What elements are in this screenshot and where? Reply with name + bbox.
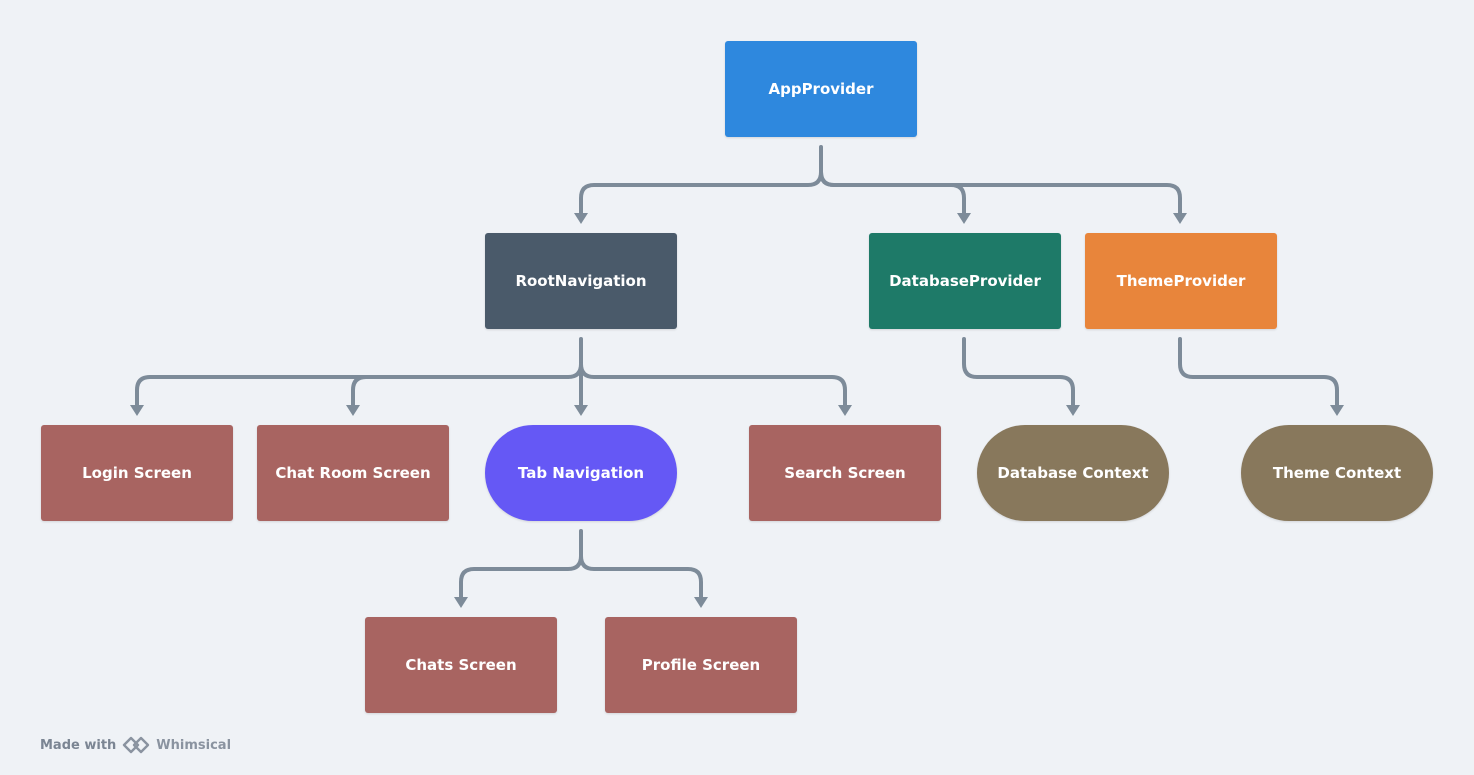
connector-app-to-database <box>819 170 966 216</box>
node-chat-room-screen[interactable]: Chat Room Screen <box>257 425 449 521</box>
connector-app-to-theme <box>819 170 1182 216</box>
connector-tabnav-to-chats <box>459 529 583 600</box>
watermark-brand: Whimsical <box>156 737 232 753</box>
node-theme-provider[interactable]: ThemeProvider <box>1085 233 1277 329</box>
whimsical-logo-icon <box>122 736 150 754</box>
arrowhead-tabnav <box>574 405 588 416</box>
connector-app-to-root <box>579 145 823 216</box>
whimsical-watermark[interactable]: Made with Whimsical <box>40 734 231 756</box>
arrowhead-search <box>838 405 852 416</box>
connector-tabnav-to-profile <box>579 554 703 600</box>
arrowhead-theme-context <box>1330 405 1344 416</box>
node-theme-context[interactable]: Theme Context <box>1241 425 1433 521</box>
connector-root-to-search <box>579 362 847 408</box>
arrowhead-login <box>130 405 144 416</box>
connector-theme-to-context <box>1178 337 1339 408</box>
node-profile-screen[interactable]: Profile Screen <box>605 617 797 713</box>
connector-database-to-context <box>962 337 1075 408</box>
arrowhead-chats <box>454 597 468 608</box>
node-tab-navigation[interactable]: Tab Navigation <box>485 425 677 521</box>
watermark-prefix: Made with <box>40 737 117 753</box>
node-database-provider[interactable]: DatabaseProvider <box>869 233 1061 329</box>
connector-root-to-chatroom <box>351 375 570 408</box>
connector-root-to-login <box>135 337 583 408</box>
arrowhead-root <box>574 213 588 224</box>
node-search-screen[interactable]: Search Screen <box>749 425 941 521</box>
arrowhead-theme <box>1173 213 1187 224</box>
node-root-navigation[interactable]: RootNavigation <box>485 233 677 329</box>
arrowhead-chatroom <box>346 405 360 416</box>
node-app-provider[interactable]: AppProvider <box>725 41 917 137</box>
arrowhead-database <box>957 213 971 224</box>
arrowhead-profile <box>694 597 708 608</box>
node-login-screen[interactable]: Login Screen <box>41 425 233 521</box>
node-chats-screen[interactable]: Chats Screen <box>365 617 557 713</box>
node-database-context[interactable]: Database Context <box>977 425 1169 521</box>
arrowhead-database-context <box>1066 405 1080 416</box>
